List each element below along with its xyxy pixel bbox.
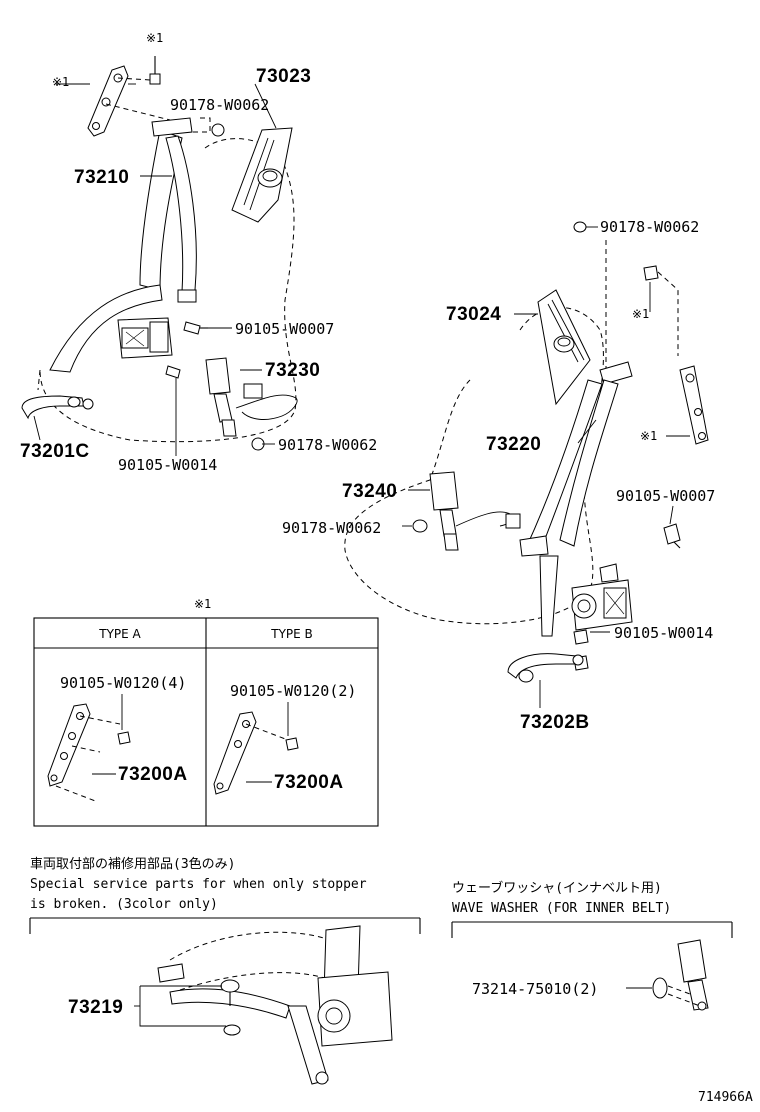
retractor-right <box>571 563 633 631</box>
mark-right-2: ※1 <box>640 429 657 443</box>
type-b-bolt: 90105-W0120(2) <box>230 682 356 700</box>
type-a-part: 73200A <box>118 764 188 785</box>
label-73023: 73023 <box>256 66 311 87</box>
bolt-90105-w0007-right <box>663 523 681 549</box>
pillar-trim-73024 <box>537 289 591 406</box>
label-73210: 73210 <box>74 167 129 188</box>
type-a-bolt: 90105-W0120(4) <box>60 674 186 692</box>
right-seat-assembly <box>344 221 709 708</box>
belt-73220 <box>519 361 633 637</box>
type-b-bracket <box>213 702 299 795</box>
label-90178-w0062-d: 90178-W0062 <box>282 519 381 537</box>
buckle-73230 <box>205 357 298 437</box>
type-b-header: TYPE B <box>270 627 313 641</box>
bolt-top-left <box>149 56 161 85</box>
service-parts-bracket <box>29 917 421 934</box>
service-part-73219: 73219 <box>68 997 123 1018</box>
left-leaders <box>33 83 277 456</box>
adjuster-bracket-left <box>87 65 171 137</box>
label-73230: 73230 <box>265 360 320 381</box>
nut-90178-right-mid <box>412 519 428 533</box>
label-90178-w0062-a: 90178-W0062 <box>170 96 269 114</box>
type-a-bracket <box>47 694 131 803</box>
mark-top-left: ※1 <box>146 31 163 45</box>
service-title-en-2: is broken. (3color only) <box>30 897 218 912</box>
belt-73210 <box>49 117 197 373</box>
washer-drawing <box>626 939 709 1011</box>
service-title-jp: 車両取付部の補修用部品(3色のみ) <box>30 856 235 872</box>
figure-id: 714966A <box>698 1090 753 1105</box>
type-b-part: 73200A <box>274 772 344 793</box>
buckle-73240 <box>429 471 521 551</box>
pillar-trim-73023 <box>231 127 293 223</box>
mark-left: ※1 <box>52 75 69 89</box>
bolt-90105-w0014-left <box>165 365 181 379</box>
washer-title-en: WAVE WASHER (FOR INNER BELT) <box>452 901 671 916</box>
washer-bracket <box>451 921 733 938</box>
label-90105-w0007-left: 90105-W0007 <box>235 320 334 338</box>
label-90178-w0062-b: 90178-W0062 <box>278 436 377 454</box>
left-seat-assembly <box>21 56 298 456</box>
label-73220: 73220 <box>486 434 541 455</box>
label-73202b: 73202B <box>520 712 590 733</box>
label-90105-w0014-left: 90105-W0014 <box>118 456 217 474</box>
mark-right-1: ※1 <box>632 307 649 321</box>
service-title-en-1: Special service parts for when only stop… <box>30 877 367 892</box>
washer-title-jp: ウェーブワッシャ(インナベルト用) <box>452 880 662 896</box>
label-90178-w0062-c: 90178-W0062 <box>600 218 699 236</box>
type-a-header: TYPE A <box>98 627 141 641</box>
label-73024: 73024 <box>446 304 501 325</box>
service-parts-drawing <box>134 925 393 1085</box>
anchor-73202b <box>507 653 584 683</box>
washer-part: 73214-75010(2) <box>472 980 598 998</box>
label-73201c: 73201C <box>20 441 90 462</box>
label-73240: 73240 <box>342 481 397 502</box>
retractor-left <box>117 317 173 359</box>
type-table-mark: ※1 <box>194 597 211 611</box>
label-90105-w0007-right: 90105-W0007 <box>616 487 715 505</box>
type-table <box>33 617 379 827</box>
adjuster-bracket-right <box>643 265 709 445</box>
label-90105-w0014-right: 90105-W0014 <box>614 624 713 642</box>
anchor-73201c <box>21 369 94 420</box>
right-leaders <box>402 226 690 708</box>
bolt-90105-w0007-left <box>183 321 208 335</box>
nut-90178-left-top <box>190 117 225 137</box>
